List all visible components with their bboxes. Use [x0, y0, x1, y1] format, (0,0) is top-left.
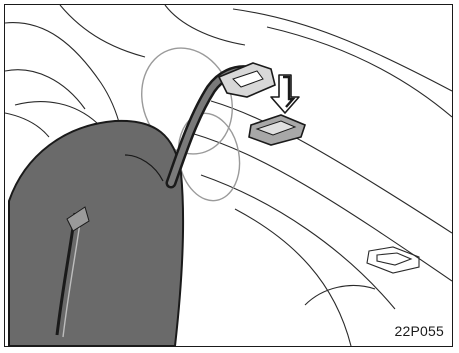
seat-back: [9, 121, 183, 346]
figure-frame: 22P055: [4, 4, 453, 347]
figure-code: 22P055: [395, 323, 444, 339]
belt-holder-clip: [249, 115, 305, 145]
seat-belt-illustration: [5, 5, 452, 346]
belt-guide: [219, 63, 275, 97]
insert-direction-arrow: [271, 75, 299, 113]
